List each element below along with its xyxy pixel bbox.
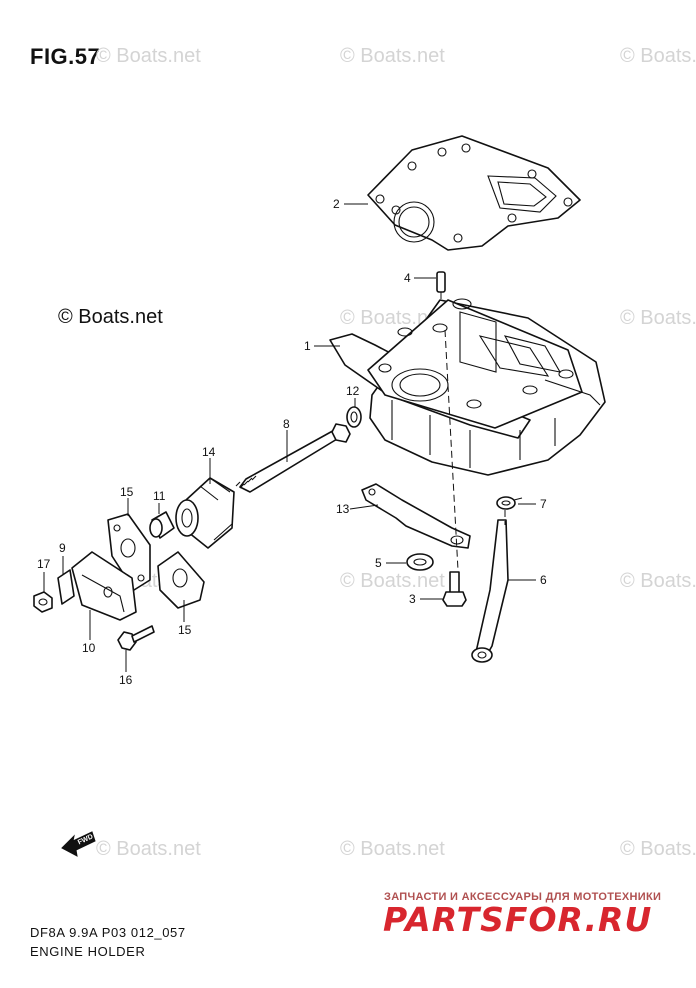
shop-logo[interactable]: PARTSFOR.RU (383, 900, 653, 939)
watermark: © Boats.net (620, 307, 696, 329)
part-12-washer[interactable] (346, 406, 362, 428)
watermark-main: © Boats.net (58, 306, 163, 328)
figure-title: FIG.57 (30, 44, 101, 69)
part-11-collar[interactable] (149, 511, 175, 539)
callout-7: 7 (540, 497, 547, 511)
callout-15: 15 (120, 485, 134, 499)
watermark: © Boats.net (620, 838, 696, 860)
part-1-engine-holder[interactable] (329, 298, 606, 476)
watermark: © Boats.net (340, 307, 445, 329)
part-16-bolt[interactable] (117, 625, 155, 651)
watermark: © Boats.net (340, 570, 445, 592)
callout-16: 16 (119, 673, 133, 687)
watermark: © Boats.net (96, 838, 201, 860)
part-2-gasket[interactable] (367, 135, 581, 251)
watermark: © Boats.net (620, 45, 696, 67)
callout-14: 14 (202, 445, 216, 459)
callout-8: 8 (283, 417, 290, 431)
footer-section-title: ENGINE HOLDER (30, 944, 146, 959)
part-7-clip[interactable] (496, 496, 523, 510)
callout-1: 1 (304, 339, 311, 353)
part-10-bracket[interactable] (71, 551, 137, 621)
shop-tagline: ЗАПЧАСТИ И АКСЕССУАРЫ ДЛЯ МОТОТЕХНИКИ (384, 891, 662, 903)
part-13-bracket[interactable] (361, 483, 471, 549)
callout-6: 6 (540, 573, 547, 587)
callout-9: 9 (59, 541, 66, 555)
callout-4: 4 (404, 271, 411, 285)
callout-13: 13 (336, 502, 350, 516)
watermark: © Boats.net (620, 570, 696, 592)
callout-15: 15 (178, 623, 192, 637)
leader-line-13 (349, 504, 379, 510)
footer-model-code: DF8A 9.9A P03 012_057 (30, 925, 186, 940)
watermark: © Boats.net (340, 838, 445, 860)
callout-12: 12 (346, 384, 360, 398)
callout-11: 11 (153, 489, 166, 503)
assembly-line (444, 329, 459, 571)
callout-10: 10 (82, 641, 96, 655)
part-8-bolt[interactable] (235, 423, 351, 493)
part-17-nut[interactable] (33, 591, 53, 613)
watermark: © Boats.net (340, 45, 445, 67)
callout-17: 17 (37, 557, 51, 571)
fwd-arrow-icon: FWD (61, 831, 96, 857)
part-14-rubber-mount[interactable] (175, 477, 235, 549)
watermark: © Boats.net (96, 45, 201, 67)
callout-3: 3 (409, 592, 416, 606)
part-3-bolt[interactable] (442, 571, 467, 607)
part-9-plate[interactable] (57, 569, 75, 605)
part-6-wire[interactable] (471, 519, 509, 663)
part-15-plate-lower[interactable] (157, 551, 205, 609)
callout-2: 2 (333, 197, 340, 211)
part-5-washer[interactable] (406, 553, 434, 571)
callout-5: 5 (375, 556, 382, 570)
